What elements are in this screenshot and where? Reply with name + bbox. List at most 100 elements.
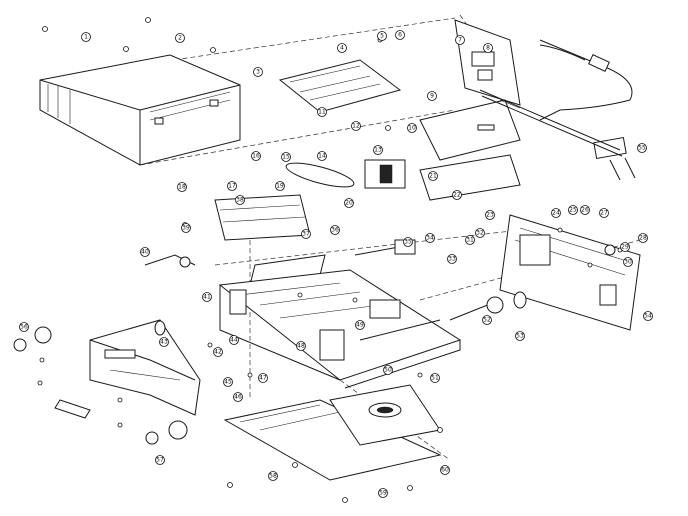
callout-number: 3	[256, 69, 260, 76]
callout-40: 40	[140, 247, 150, 257]
top-cover	[39, 54, 241, 166]
callout-56: 56	[19, 322, 29, 332]
callout-number: 4	[340, 45, 344, 52]
rear-panel	[454, 19, 521, 106]
callout-18: 18	[177, 182, 187, 192]
callout-number: 5	[380, 33, 384, 40]
main-chassis	[218, 269, 462, 389]
callout-number: 16	[252, 153, 260, 160]
callout-34: 34	[425, 233, 435, 243]
callout-number: 55	[638, 145, 646, 152]
callout-number: 9	[430, 93, 434, 100]
callout-52: 52	[482, 315, 492, 325]
knobs	[13, 320, 188, 445]
callout-31: 31	[465, 235, 475, 245]
callout-45: 45	[223, 377, 233, 387]
callout-36: 36	[330, 225, 340, 235]
callout-7: 7	[455, 35, 465, 45]
callout-number: 6	[398, 32, 402, 39]
callout-number: 20	[345, 200, 353, 207]
callout-number: 26	[581, 207, 589, 214]
callout-20: 20	[344, 198, 354, 208]
callout-number: 33	[448, 256, 456, 263]
callout-50: 50	[383, 365, 393, 375]
callout-number: 37	[302, 231, 310, 238]
callout-46: 46	[233, 392, 243, 402]
callout-15: 15	[281, 152, 291, 162]
callout-number: 38	[236, 197, 244, 204]
callout-10: 10	[407, 123, 417, 133]
callout-41: 41	[202, 292, 212, 302]
callout-number: 57	[156, 457, 164, 464]
callout-12: 12	[351, 121, 361, 131]
control-shaft	[449, 291, 527, 321]
callout-32: 32	[475, 228, 485, 238]
callout-number: 50	[384, 367, 392, 374]
callout-number: 34	[426, 235, 434, 242]
callout-number: 32	[476, 230, 484, 237]
callout-16: 16	[251, 151, 261, 161]
callout-53: 53	[515, 331, 525, 341]
callout-55: 55	[637, 143, 647, 153]
callout-number: 41	[203, 294, 211, 301]
callout-number: 19	[276, 183, 284, 190]
callout-number: 10	[408, 125, 416, 132]
callout-4: 4	[337, 43, 347, 53]
callout-number: 15	[282, 154, 290, 161]
callout-number: 35	[404, 239, 412, 246]
callout-29: 29	[620, 242, 630, 252]
callout-number: 51	[431, 375, 439, 382]
callout-number: 49	[356, 322, 364, 329]
front-panel	[499, 214, 641, 331]
callout-number: 44	[230, 337, 238, 344]
callout-58: 58	[268, 471, 278, 481]
callout-number: 17	[228, 183, 236, 190]
callout-39: 39	[181, 223, 191, 233]
callout-21: 21	[428, 171, 438, 181]
callout-27: 27	[599, 208, 609, 218]
callout-number: 29	[621, 244, 629, 251]
callout-1: 1	[81, 32, 91, 42]
callout-33: 33	[447, 254, 457, 264]
callout-37: 37	[301, 229, 311, 239]
callout-5: 5	[377, 31, 387, 41]
callout-number: 59	[379, 490, 387, 497]
callout-number: 54	[644, 313, 652, 320]
callout-6: 6	[395, 30, 405, 40]
callout-17: 17	[227, 181, 237, 191]
callout-number: 14	[318, 153, 326, 160]
callout-48: 48	[296, 341, 306, 351]
callout-number: 25	[569, 207, 577, 214]
callout-3: 3	[253, 67, 263, 77]
callout-22: 22	[452, 190, 462, 200]
callout-number: 30	[624, 259, 632, 266]
callout-14: 14	[317, 151, 327, 161]
callout-number: 39	[182, 225, 190, 232]
callout-8: 8	[483, 43, 493, 53]
callout-number: 8	[486, 45, 490, 52]
callout-23: 23	[485, 210, 495, 220]
callout-number: 48	[297, 343, 305, 350]
callout-number: 40	[141, 249, 149, 256]
guide-rail	[479, 89, 623, 157]
callout-number: 43	[160, 339, 168, 346]
callout-35: 35	[403, 237, 413, 247]
transformer-assembly	[278, 59, 521, 201]
callout-25: 25	[568, 205, 578, 215]
callout-49: 49	[355, 320, 365, 330]
callout-number: 23	[486, 212, 494, 219]
screws	[37, 17, 623, 503]
callout-number: 27	[600, 210, 608, 217]
callout-43: 43	[159, 337, 169, 347]
callout-number: 2	[178, 35, 182, 42]
callout-2: 2	[175, 33, 185, 43]
callout-number: 53	[516, 333, 524, 340]
callout-number: 56	[20, 324, 28, 331]
callout-11: 11	[317, 107, 327, 117]
callout-57: 57	[155, 455, 165, 465]
callout-number: 28	[639, 235, 647, 242]
callout-28: 28	[638, 233, 648, 243]
callout-number: 7	[458, 37, 462, 44]
